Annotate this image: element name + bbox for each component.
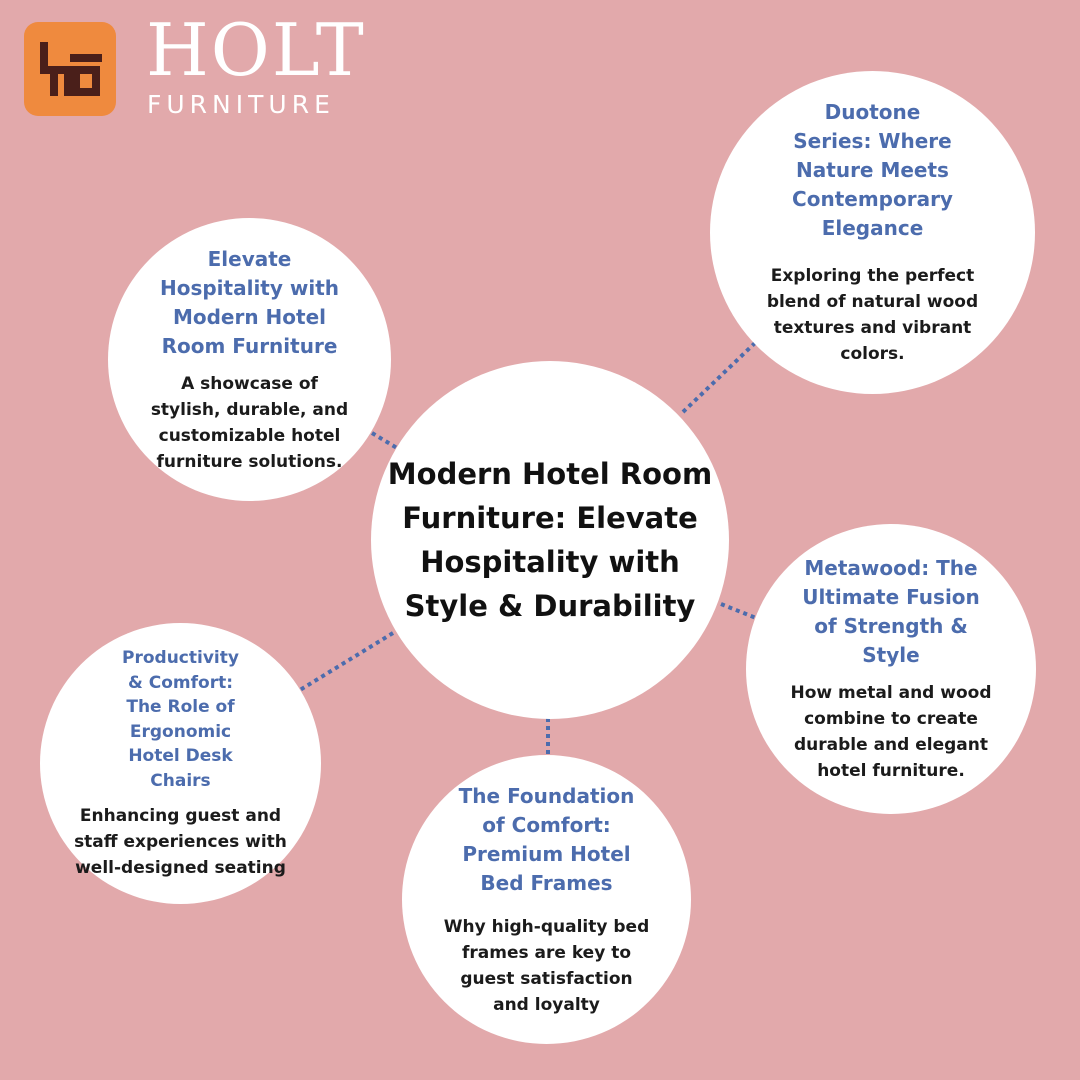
topic-bubble: Duotone Series: Where Nature Meets Conte… (710, 71, 1035, 394)
topic-bubble: The Foundation of Comfort: Premium Hotel… (402, 755, 691, 1044)
connector-line (681, 340, 758, 414)
topic-description: How metal and wood combine to create dur… (790, 683, 992, 781)
topic-bubble: Metawood: The Ultimate Fusion of Strengt… (746, 524, 1036, 814)
topic-description: Exploring the perfect blend of natural w… (766, 266, 979, 364)
topic-bubble: Elevate Hospitality with Modern Hotel Ro… (108, 218, 391, 501)
topic-title: The Foundation of Comfort: Premium Hotel… (458, 783, 635, 895)
brand-subtitle: FURNITURE (147, 90, 335, 119)
topic-title: Elevate Hospitality with Modern Hotel Ro… (159, 246, 339, 358)
topic-title: Duotone Series: Where Nature Meets Conte… (792, 100, 953, 240)
center-bubble: Modern Hotel Room Furniture: Elevate Hos… (371, 361, 729, 719)
holt-monogram-icon (40, 42, 102, 96)
connector-line (298, 631, 395, 692)
topic-title: Metawood: The Ultimate Fusion of Strengt… (802, 556, 980, 667)
topic-description: A showcase of stylish, durable, and cust… (150, 373, 349, 472)
topic-description: Enhancing guest and staff experiences wi… (74, 806, 287, 878)
topic-description: Why high-quality bed frames are key to g… (443, 916, 650, 1015)
center-title: Modern Hotel Room Furniture: Elevate Hos… (387, 457, 713, 623)
connector-line (720, 602, 757, 620)
topic-bubble: Productivity & Comfort: The Role of Ergo… (40, 623, 321, 904)
connector-line (370, 431, 399, 450)
topic-title: Productivity & Comfort: The Role of Ergo… (122, 648, 239, 791)
brand-name: HOLT (146, 8, 366, 92)
holt-logo-mark (24, 22, 116, 116)
